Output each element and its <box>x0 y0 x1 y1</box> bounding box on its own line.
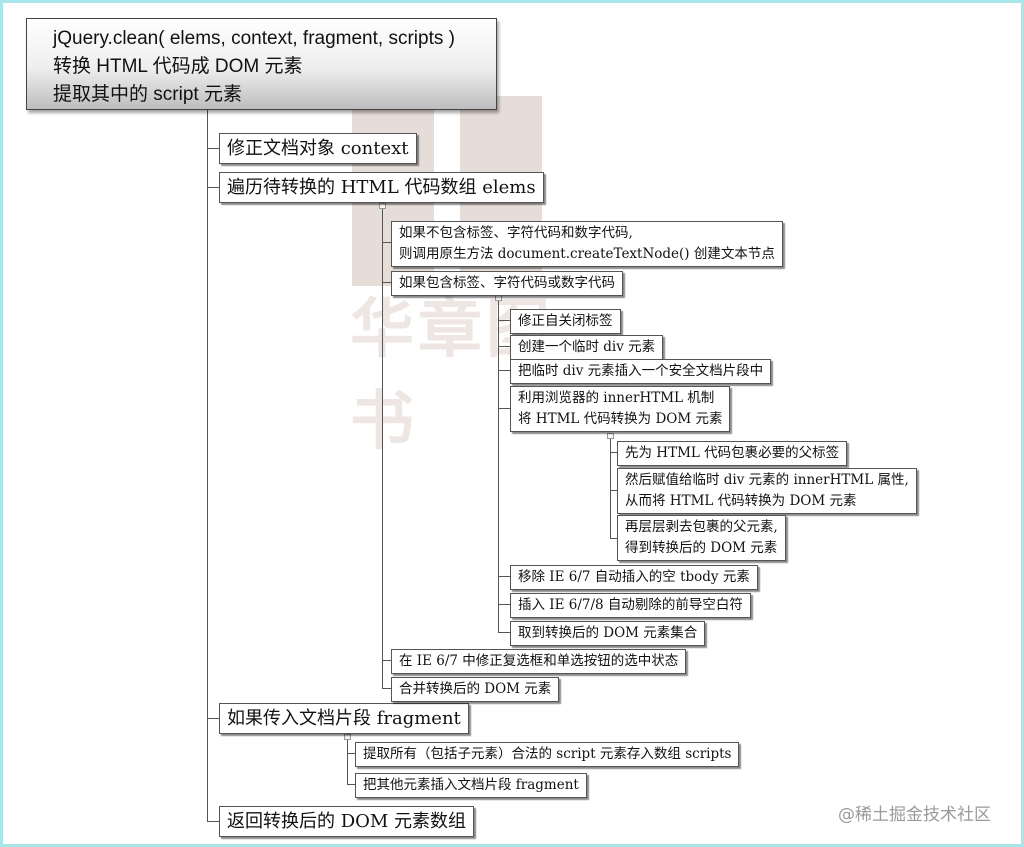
collapse-knob-fragment[interactable] <box>344 734 351 740</box>
collapse-knob-iterate[interactable] <box>379 203 386 209</box>
root-subtitle-scripts: 提取其中的 script 元素 <box>53 84 242 105</box>
node-label: 先为 HTML 代码包裹必要的父标签 <box>625 445 840 461</box>
node-insert-others[interactable]: 把其他元素插入文档片段 fragment <box>355 773 587 798</box>
node-iterate-elems[interactable]: 遍历待转换的 HTML 代码数组 elems <box>219 172 544 203</box>
node-label: 利用浏览器的 innerHTML 机制 <box>518 390 715 406</box>
node-insert-whitespace[interactable]: 插入 IE 6/7/8 自动剔除的前导空白符 <box>510 593 751 618</box>
node-label: 然后赋值给临时 div 元素的 innerHTML 属性, <box>625 472 909 488</box>
node-label: 合并转换后的 DOM 元素 <box>399 681 552 697</box>
node-label: 修正自关闭标签 <box>518 313 613 329</box>
node-label: 把其他元素插入文档片段 fragment <box>363 777 579 793</box>
node-fix-self-closing[interactable]: 修正自关闭标签 <box>510 309 621 334</box>
node-insert-div[interactable]: 把临时 div 元素插入一个安全文档片段中 <box>510 359 772 384</box>
node-label: 修正文档对象 context <box>227 138 409 159</box>
node-label: 如果不包含标签、字符代码和数字代码, <box>399 225 633 241</box>
node-extract-scripts[interactable]: 提取所有（包括子元素）合法的 script 元素存入数组 scripts <box>355 742 740 767</box>
root-subtitle-convert: 转换 HTML 代码成 DOM 元素 <box>53 56 303 77</box>
root-title: jQuery.clean( elems, context, fragment, … <box>53 28 455 49</box>
root-node[interactable]: jQuery.clean( elems, context, fragment, … <box>26 18 497 110</box>
node-label: 如果传入文档片段 fragment <box>227 708 461 729</box>
node-label: 移除 IE 6/7 自动插入的空 tbody 元素 <box>518 569 750 585</box>
node-get-result[interactable]: 取到转换后的 DOM 元素集合 <box>510 621 706 646</box>
node-label: 取到转换后的 DOM 元素集合 <box>518 625 698 641</box>
node-label: 提取所有（包括子元素）合法的 script 元素存入数组 scripts <box>363 746 732 762</box>
node-has-tags[interactable]: 如果包含标签、字符代码或数字代码 <box>391 271 623 296</box>
node-assign-innerhtml[interactable]: 然后赋值给临时 div 元素的 innerHTML 属性, 从而将 HTML 代… <box>617 468 917 514</box>
collapse-knob-innerhtml[interactable] <box>607 433 614 439</box>
node-if-fragment[interactable]: 如果传入文档片段 fragment <box>219 703 469 734</box>
brand-watermark: @稀土掘金技术社区 <box>838 805 991 825</box>
node-fix-context[interactable]: 修正文档对象 context <box>219 133 417 164</box>
node-wrap-parent[interactable]: 先为 HTML 代码包裹必要的父标签 <box>617 441 848 466</box>
node-innerhtml[interactable]: 利用浏览器的 innerHTML 机制 将 HTML 代码转换为 DOM 元素 <box>510 386 731 432</box>
node-label: 遍历待转换的 HTML 代码数组 elems <box>227 177 536 198</box>
node-label: 如果包含标签、字符代码或数字代码 <box>399 275 615 291</box>
node-label: 再层层剥去包裹的父元素, <box>625 519 778 535</box>
node-label: 把临时 div 元素插入一个安全文档片段中 <box>518 363 764 379</box>
node-label: 在 IE 6/7 中修正复选框和单选按钮的选中状态 <box>399 653 679 669</box>
node-remove-tbody[interactable]: 移除 IE 6/7 自动插入的空 tbody 元素 <box>510 565 758 590</box>
node-label: 则调用原生方法 document.createTextNode() 创建文本节点 <box>399 246 775 262</box>
node-label: 创建一个临时 div 元素 <box>518 339 656 355</box>
node-strip-parents[interactable]: 再层层剥去包裹的父元素, 得到转换后的 DOM 元素 <box>617 515 786 561</box>
node-label: 插入 IE 6/7/8 自动剔除的前导空白符 <box>518 597 743 613</box>
node-create-div[interactable]: 创建一个临时 div 元素 <box>510 335 664 360</box>
node-no-tags[interactable]: 如果不包含标签、字符代码和数字代码, 则调用原生方法 document.crea… <box>391 221 783 267</box>
node-label: 将 HTML 代码转换为 DOM 元素 <box>518 411 723 427</box>
node-label: 返回转换后的 DOM 元素数组 <box>227 811 467 832</box>
node-return-array[interactable]: 返回转换后的 DOM 元素数组 <box>219 806 475 837</box>
node-fix-checked[interactable]: 在 IE 6/7 中修正复选框和单选按钮的选中状态 <box>391 649 687 674</box>
node-merge[interactable]: 合并转换后的 DOM 元素 <box>391 677 560 702</box>
node-label: 从而将 HTML 代码转换为 DOM 元素 <box>625 493 857 509</box>
node-label: 得到转换后的 DOM 元素 <box>625 540 778 556</box>
